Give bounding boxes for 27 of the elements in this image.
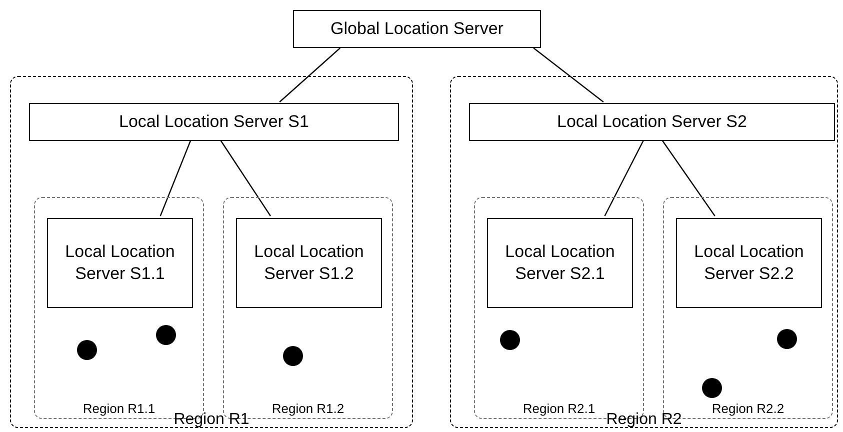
region-label: Region R1.1 <box>82 400 156 418</box>
connector-line <box>220 140 271 216</box>
region-label: Region R1 <box>172 411 250 429</box>
dot <box>77 340 97 360</box>
connector-line <box>661 140 716 216</box>
server-box: Local Location Server S1 <box>29 103 399 141</box>
server-box: Local Location Server S2.2 <box>676 218 822 308</box>
region-label: Region R2.2 <box>710 400 786 418</box>
connector-line <box>160 140 192 216</box>
region-label: Region R2 <box>605 411 683 429</box>
region-label: Region R1.2 <box>270 400 346 418</box>
dot <box>702 378 722 398</box>
dot <box>777 329 797 349</box>
server-box: Local Location Server S1.2 <box>236 218 382 308</box>
connector-line <box>604 140 644 216</box>
server-box: Global Location Server <box>293 10 541 48</box>
dot <box>156 325 176 345</box>
dashed-region <box>10 76 413 428</box>
server-box: Local Location Server S2.1 <box>487 218 633 308</box>
dot <box>283 346 303 366</box>
connector-line <box>533 48 604 102</box>
dashed-region <box>450 76 838 428</box>
server-box: Local Location Server S2 <box>469 103 835 141</box>
region-label: Region R2.1 <box>522 400 596 418</box>
server-box: Local Location Server S1.1 <box>47 218 193 308</box>
connector-line <box>279 48 341 102</box>
dot <box>500 330 520 350</box>
